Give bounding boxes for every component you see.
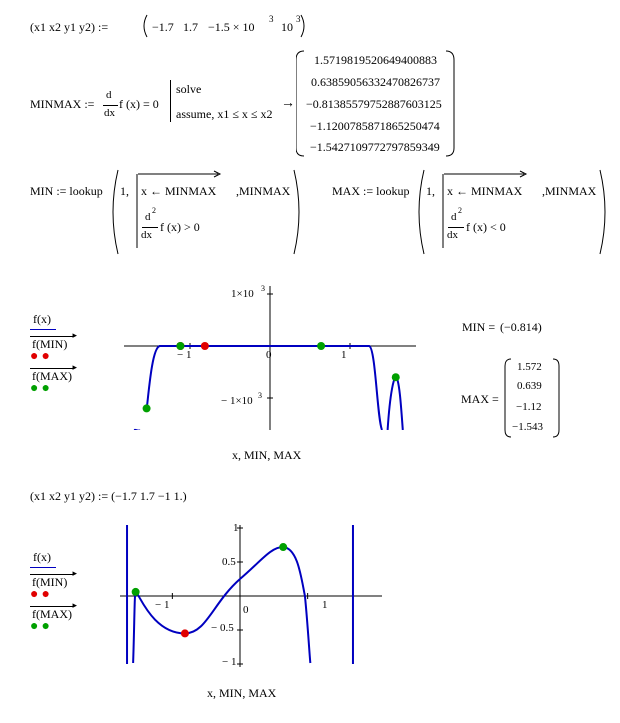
plot2-y-1: 1 [233,522,239,534]
plot1-legend-fmax: f(MAX) [32,369,72,383]
plot1-chart[interactable] [120,280,420,430]
minmax-fx-eq: f (x) = 0 [119,97,159,111]
plot1-legend-green-dots: ●● [30,381,53,396]
max-result-2: −1.12 [516,401,542,413]
minmax-matrix-brackets [296,50,455,157]
min-def-one: 1, [120,184,129,198]
plot2-legend-fx-line [30,567,56,568]
minmax-value-3: −1.1200785871865250474 [310,119,440,133]
plot1-x-zero: 0 [266,349,272,361]
plot2-min-point-0 [180,629,189,638]
plot2-legend-fmin: f(MIN) [32,575,68,589]
min-def-cond-d: d [145,211,151,223]
max-def-parens [418,169,606,255]
plot1-legend-fx-line [30,329,56,330]
plot1-min-point-1 [200,342,209,350]
max-def-lhs[interactable]: MAX := lookup [332,184,410,198]
assign1-v3-exp: 3 [269,14,274,24]
max-result-0: 1.572 [517,361,542,373]
min-def-lhs[interactable]: MIN := lookup [30,184,103,198]
min-def-parens [112,169,300,255]
max-result-1: 0.639 [517,380,542,392]
plot1-legend: f(x) ▸ f(MIN) ●● ▸ f(MAX) ●● [30,312,90,397]
plot2-legend-vec1: ▸ [30,568,77,578]
assign1-row[interactable]: (x1 x2 y1 y2) := [30,20,108,35]
max-def-vec: x ← MINMAX [447,184,523,198]
assign1-v2: 1.7 [183,20,198,34]
assign1-v4-exp: 3 [296,14,301,24]
max-def-cond-d2: 2 [458,206,462,215]
plot2-legend: f(x) ▸ f(MIN) ●● ▸ f(MAX) ●● [30,550,90,635]
plot1-y-top-exp: 3 [261,284,265,293]
max-def-cond-fx: f (x) < 0 [466,220,506,234]
plot2-max-point-1 [279,543,288,552]
max-result-3: −1.543 [512,421,543,433]
minmax-value-1: 0.63859056332470826737 [311,75,440,89]
plot1-legend-fmin: f(MIN) [32,337,68,351]
minmax-arrow: → [281,96,295,111]
plot1-x-neg: − 1 [177,349,192,361]
max-def-frac-line [448,227,464,228]
min-result-val: (−0.814) [500,320,542,334]
plot2-legend-red-dots: ●● [30,587,53,602]
max-def-cond-d: d [451,211,457,223]
plot2-x-neg: − 1 [155,599,170,611]
plot1-x-pos: 1 [341,349,347,361]
assign1-v4: 10 [281,20,293,34]
assign1-lhs: (x1 x2 y1 y2) := [30,20,109,34]
plot1-max-point-2 [317,342,326,350]
minmax-value-2: −0.81385579752887603125 [306,97,442,111]
plot2-chart[interactable] [120,522,382,667]
plot1-legend-red-dots: ●● [30,349,53,364]
minmax-kw-assume: assume, x1 ≤ x ≤ x2 [176,107,273,121]
minmax-bar [170,80,171,122]
min-def-tail: ,MINMAX [236,184,291,198]
plot2-legend-vec2: ▸ [30,600,77,610]
minmax-dx: dx [104,107,115,119]
plot1-max-point-3 [391,373,400,382]
plot2-xlabel: x, MIN, MAX [207,686,277,700]
plot1-legend-vec2: ▸ [30,362,77,372]
minmax-lhs[interactable]: MINMAX := [30,97,95,111]
minmax-kw-solve: solve [176,82,202,96]
min-def-frac-line [142,227,158,228]
plot2-x-pos: 1 [322,599,328,611]
assign1-v3: −1.5 × 10 [208,20,255,34]
plot2-legend-fx: f(x) [33,550,51,564]
plot2-y-0: 0 [243,604,249,616]
assign1-v1: −1.7 [152,20,174,34]
min-def-cond-dx: dx [141,229,152,241]
plot2-y-m05: − 0.5 [211,622,234,634]
max-result-brackets [504,358,560,438]
plot2-y-m1: − 1 [222,656,237,668]
plot2-legend-fmax: f(MAX) [32,607,72,621]
plot1-y-top: 1×10 [231,288,254,300]
minmax-frac-line [103,105,118,106]
plot2-max-point-0 [131,587,140,596]
max-result-lhs: MAX = [461,392,499,406]
min-def-cond-fx: f (x) > 0 [160,220,200,234]
plot1-max-point-0 [142,404,151,413]
plot1-y-bot-exp: 3 [258,391,262,400]
min-def-vec: x ← MINMAX [141,184,217,198]
minmax-value-4: −1.5427109772797859349 [310,140,440,154]
plot1-xlabel: x, MIN, MAX [232,448,302,462]
max-def-cond-dx: dx [447,229,458,241]
plot1-max-point-1 [176,342,185,350]
plot1-legend-fx: f(x) [33,312,51,326]
assign1-paren [143,14,305,38]
minmax-value-0: 1.5719819520649400883 [314,53,437,67]
plot2-y-05: 0.5 [222,556,236,568]
max-def-tail: ,MINMAX [542,184,597,198]
plot1-y-bot: − 1×10 [221,395,253,407]
assign2-row[interactable]: (x1 x2 y1 y2) := (−1.7 1.7 −1 1.) [30,489,187,503]
max-def-one: 1, [426,184,435,198]
min-result-lhs: MIN = [462,320,496,334]
plot2-legend-green-dots: ●● [30,619,53,634]
minmax-d: d [106,89,112,101]
plot1-legend-vec1: ▸ [30,330,77,340]
min-def-cond-d2: 2 [152,206,156,215]
